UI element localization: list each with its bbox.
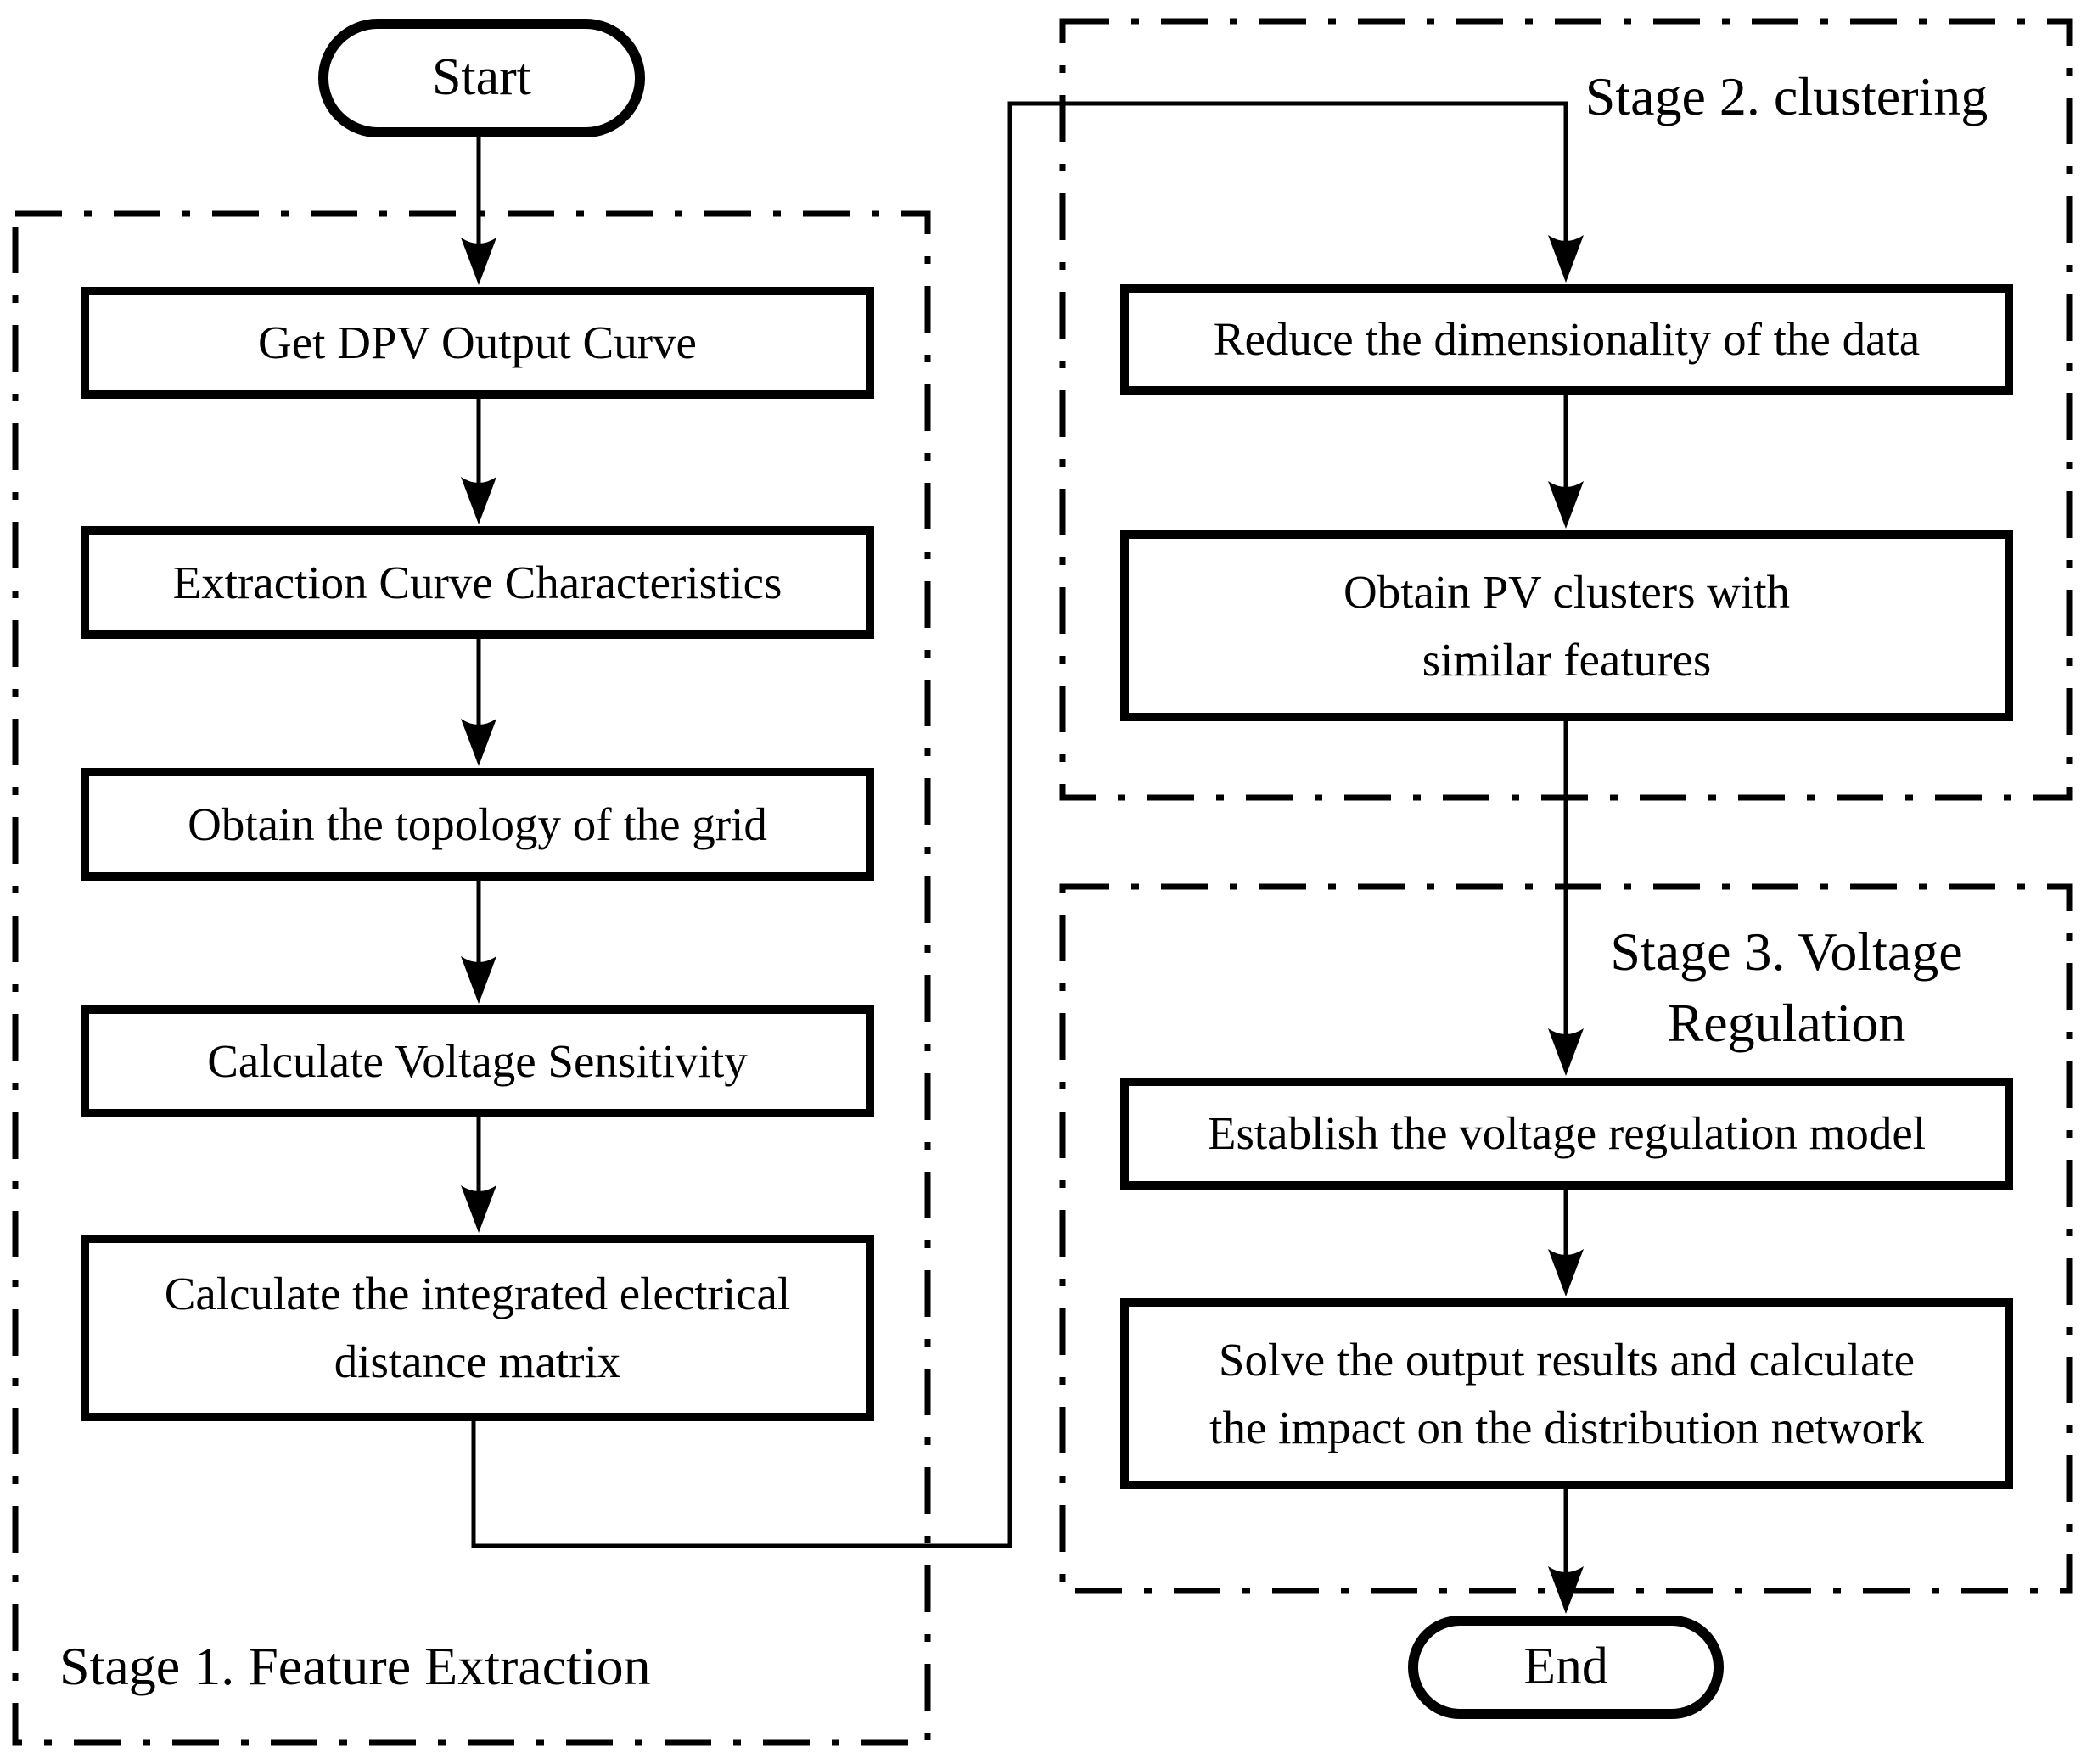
arrow-solve-to-end <box>1548 1489 1584 1614</box>
node-get-dpv-output-curve: Get DPV Output Curve <box>81 287 874 399</box>
node-solve-output-results: Solve the output results and calculate t… <box>1120 1298 2013 1489</box>
stage1-boundary <box>12 210 931 1746</box>
arrow-sensitivity-to-matrix <box>461 1117 496 1233</box>
arrow-reduce-to-clusters <box>1548 395 1584 529</box>
node-calculate-voltage-sensitivity: Calculate Voltage Sensitivity <box>81 1005 874 1117</box>
node-obtain-grid-topology: Obtain the topology of the grid <box>81 768 874 881</box>
arrow-topology-to-sensitivity <box>461 881 496 1004</box>
node-establish-voltage-regulation-model: Establish the voltage regulation model <box>1120 1078 2013 1190</box>
node-integrated-electrical-distance-matrix: Calculate the integrated electrical dist… <box>81 1235 874 1421</box>
end-node: End <box>1408 1616 1724 1719</box>
stage1-label: Stage 1. Feature Extraction <box>59 1636 651 1696</box>
start-node: Start <box>318 19 645 137</box>
stage3-label: Stage 3. Voltage Regulation <box>1610 921 1963 1054</box>
stage2-label: Stage 2. clustering <box>1585 66 1988 126</box>
arrow-establish-to-solve <box>1548 1190 1584 1296</box>
node-obtain-pv-clusters: Obtain PV clusters with similar features <box>1120 530 2013 721</box>
arrow-clusters-to-establish <box>1548 721 1584 1076</box>
node-reduce-dimensionality: Reduce the dimensionality of the data <box>1120 284 2013 395</box>
arrow-get-dpv-to-extraction <box>461 399 496 524</box>
arrow-extraction-to-topology <box>461 639 496 766</box>
connector-stage1-to-stage2 <box>471 101 1584 1548</box>
arrow-start-to-get-dpv <box>461 137 496 285</box>
node-extraction-curve-characteristics: Extraction Curve Characteristics <box>81 526 874 639</box>
